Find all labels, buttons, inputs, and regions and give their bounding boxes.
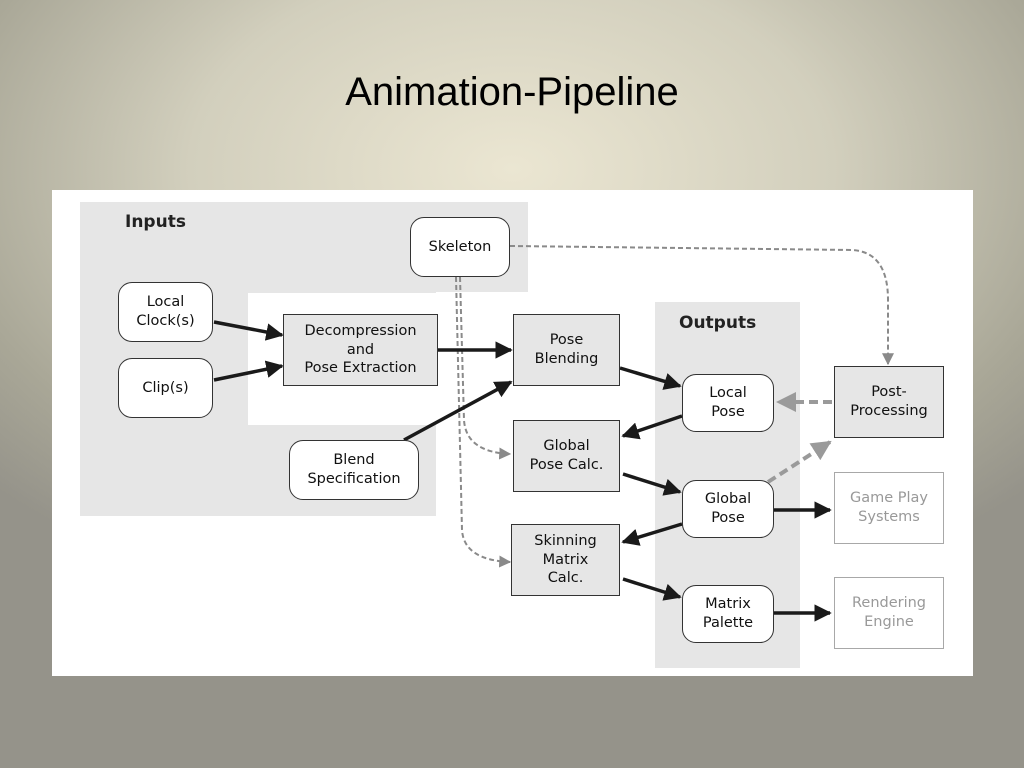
skeleton-node: Skeleton: [410, 217, 510, 277]
rendering-engine-label: Rendering Engine: [851, 595, 927, 630]
post-processing-label: Post- Processing: [850, 384, 928, 419]
arrow-clock-to-decompression: [213, 320, 284, 341]
arrow-skeleton-to-globalposecalc: [459, 276, 512, 460]
arrow-skinning-to-matrixpalette: [622, 577, 682, 601]
pose-blending-node: Pose Blending: [513, 314, 620, 386]
global-pose-node: Global Pose: [682, 480, 774, 538]
arrow-localpose-to-globalposecalc: [621, 414, 683, 440]
decompression-node: Decompression and Pose Extraction: [283, 314, 438, 386]
post-processing-node: Post- Processing: [834, 366, 944, 438]
arrow-skeleton-to-skinning: [455, 276, 512, 568]
clips-node: Clip(s): [118, 358, 213, 418]
matrix-palette-label: Matrix Palette: [702, 596, 754, 631]
blend-spec-label: Blend Specification: [307, 452, 401, 487]
inputs-label: Inputs: [125, 212, 186, 232]
global-pose-calc-node: Global Pose Calc.: [513, 420, 620, 492]
decompression-label: Decompression and Pose Extraction: [304, 322, 417, 377]
pose-blending-label: Pose Blending: [534, 332, 599, 367]
arrow-globalpose-to-skinning: [621, 522, 683, 546]
skeleton-label: Skeleton: [428, 238, 492, 255]
local-clock-label: Local Clock(s): [136, 294, 195, 329]
rendering-engine-node: Rendering Engine: [834, 577, 944, 649]
arrow-skeleton-to-postprocessing: [509, 245, 894, 366]
local-pose-label: Local Pose: [709, 385, 747, 420]
arrow-clips-to-decompression: [213, 360, 284, 382]
global-pose-calc-label: Global Pose Calc.: [529, 438, 604, 473]
diagram-panel: Inputs Outputs Skeleton Local Clock(s) C…: [52, 190, 973, 676]
slide-title: Animation-Pipeline: [345, 70, 679, 114]
arrow-globalpose-to-postprocessing: [766, 440, 832, 484]
arrow-blendspec-to-blending: [403, 380, 513, 442]
blend-spec-node: Blend Specification: [289, 440, 419, 500]
game-play-systems-label: Game Play Systems: [849, 490, 928, 525]
global-pose-label: Global Pose: [704, 491, 752, 526]
skinning-matrix-calc-label: Skinning Matrix Calc.: [534, 532, 597, 587]
arrow-globalposecalc-to-globalpose: [622, 472, 682, 496]
outputs-label: Outputs: [679, 313, 757, 333]
matrix-palette-node: Matrix Palette: [682, 585, 774, 643]
local-clock-node: Local Clock(s): [118, 282, 213, 342]
clips-label: Clip(s): [142, 379, 189, 396]
skinning-matrix-calc-node: Skinning Matrix Calc.: [511, 524, 620, 596]
local-pose-node: Local Pose: [682, 374, 774, 432]
game-play-systems-node: Game Play Systems: [834, 472, 944, 544]
arrow-blending-to-localpose: [619, 366, 682, 390]
